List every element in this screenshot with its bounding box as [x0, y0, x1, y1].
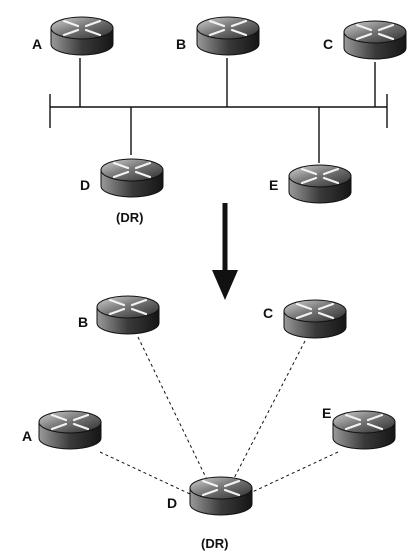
router-c-bottom-icon [283, 299, 347, 339]
router-label-d-bottom: D [167, 495, 177, 511]
adjacency-d-c [229, 340, 306, 487]
adjacency-d-b [137, 336, 211, 487]
routers [38, 16, 407, 516]
router-label-e-top: E [269, 177, 278, 193]
router-b-bottom-icon [96, 295, 160, 335]
router-label-e-bottom: E [322, 405, 331, 421]
router-label-a-top: A [32, 36, 42, 52]
router-label-c-bottom: C [263, 305, 273, 321]
router-label-b-bottom: B [78, 314, 88, 330]
lan-segment [49, 58, 388, 163]
router-a-top-icon [50, 16, 114, 56]
router-label-c-top: C [323, 36, 333, 52]
dr-label-top: (DR) [116, 210, 143, 225]
router-a-bottom-icon [38, 410, 102, 450]
router-d-bottom-icon [189, 476, 253, 516]
router-c-top-icon [343, 20, 407, 60]
router-e-bottom-icon [332, 410, 396, 450]
adjacency-lines [99, 336, 339, 495]
router-label-b-top: B [176, 36, 186, 52]
down-arrow [212, 203, 238, 300]
router-d-top-icon [100, 158, 164, 198]
adjacency-d-a [99, 451, 191, 495]
labels: A B C D E (DR) B C A E D (DR) [22, 36, 333, 551]
router-label-a-bottom: A [22, 428, 32, 444]
router-b-top-icon [196, 16, 260, 56]
adjacency-d-e [247, 451, 339, 495]
router-e-top-icon [288, 164, 352, 204]
dr-label-bottom: (DR) [201, 536, 228, 551]
router-label-d-top: D [80, 177, 90, 193]
